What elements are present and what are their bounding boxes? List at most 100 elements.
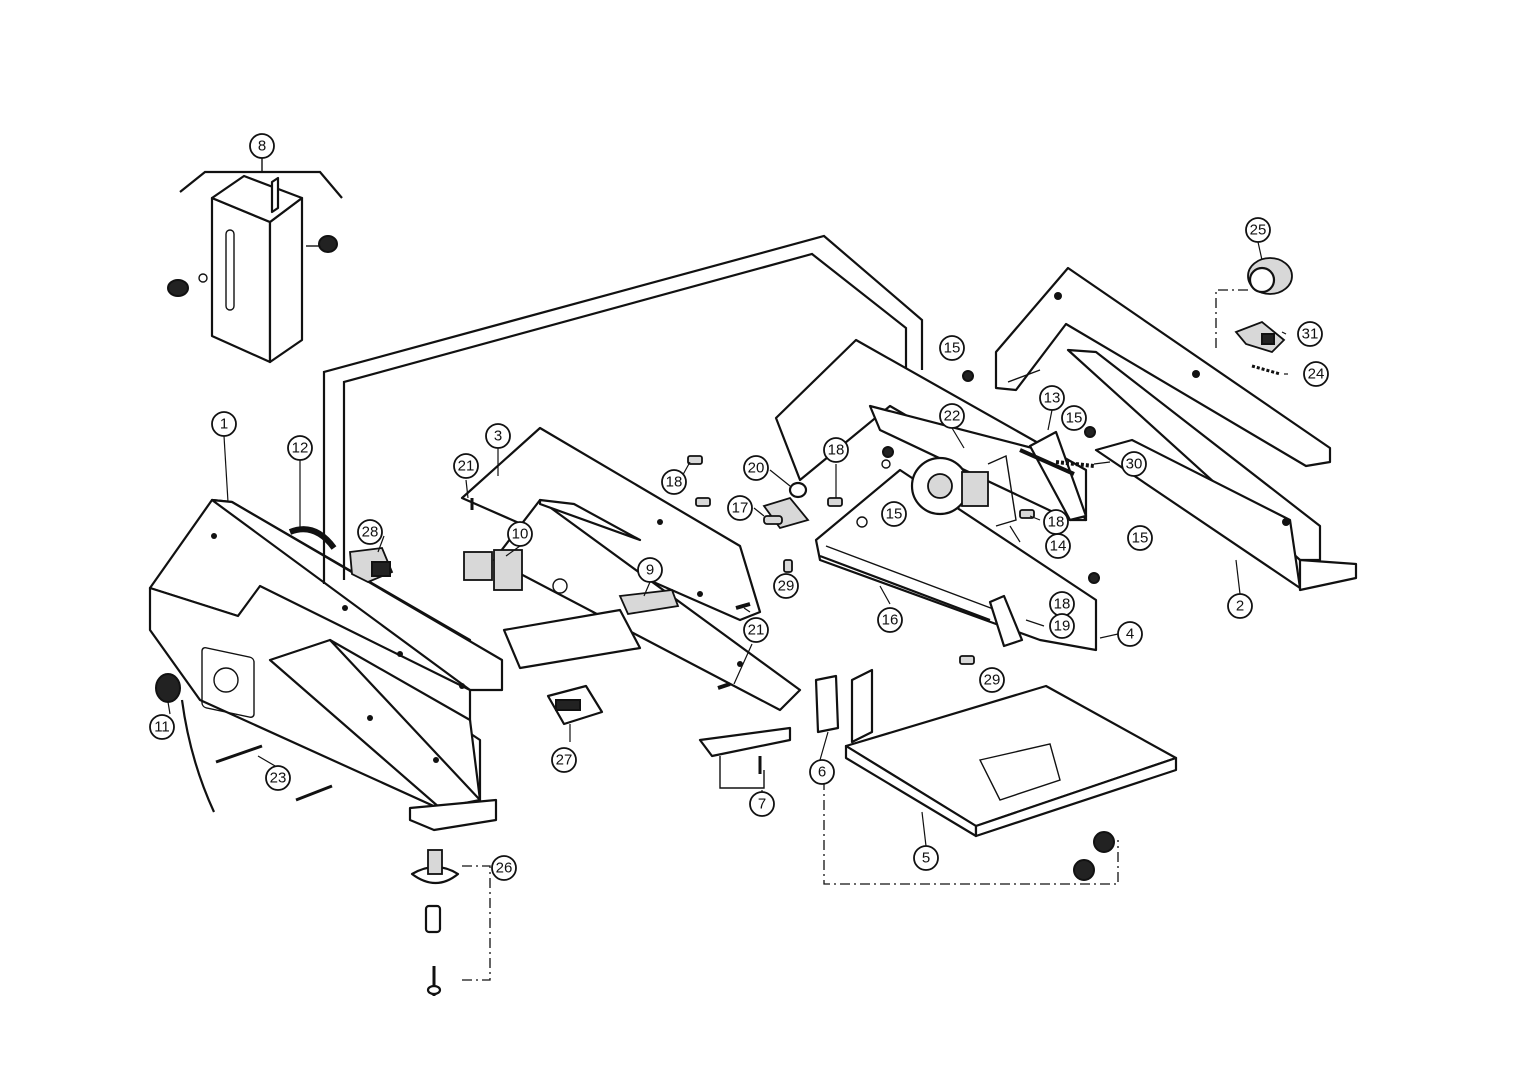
svg-text:15: 15 [1066, 410, 1083, 427]
part-10-bracket [463, 549, 523, 591]
callout-26: 26 [491, 855, 517, 881]
part-13-blade-guard [1019, 430, 1088, 522]
callout-10: 10 [507, 521, 533, 547]
svg-text:24: 24 [1308, 366, 1325, 383]
svg-text:29: 29 [984, 672, 1001, 689]
callout-5: 5 [913, 845, 939, 871]
svg-text:16: 16 [882, 612, 899, 629]
svg-text:19: 19 [1054, 618, 1071, 635]
svg-text:27: 27 [556, 752, 573, 769]
svg-text:26: 26 [496, 860, 513, 877]
leader-lines [167, 331, 1288, 847]
svg-text:28: 28 [362, 524, 379, 541]
part-6-hinge [814, 668, 1119, 885]
svg-text:30: 30 [1126, 456, 1143, 473]
callout-18b: 18 [823, 437, 849, 463]
part-12-cable [288, 526, 337, 550]
callout-9: 9 [637, 557, 663, 583]
callout-19: 19 [1049, 613, 1075, 639]
callout-28: 28 [357, 519, 383, 545]
callout-15b: 15 [1061, 405, 1087, 431]
svg-text:11: 11 [154, 719, 170, 736]
svg-text:15: 15 [886, 506, 903, 523]
svg-text:21: 21 [458, 458, 475, 475]
svg-text:1: 1 [220, 416, 228, 433]
callout-29b: 29 [979, 667, 1005, 693]
callout-18a: 18 [661, 469, 687, 495]
callout-3: 3 [485, 423, 511, 449]
part-15-nuts [882, 370, 1100, 584]
svg-text:3: 3 [494, 428, 502, 445]
callout-17: 17 [727, 495, 753, 521]
svg-text:14: 14 [1050, 538, 1067, 555]
part-25-cap [1215, 241, 1293, 350]
svg-text:21: 21 [748, 622, 765, 639]
callout-27: 27 [551, 747, 577, 773]
part-26-foot-assembly [410, 849, 491, 996]
callout-8: 8 [249, 133, 275, 159]
part-24-spring [1251, 364, 1281, 376]
part-28-switch [349, 547, 394, 583]
callout-23: 23 [265, 765, 291, 791]
svg-text:10: 10 [512, 526, 529, 543]
callout-24: 24 [1303, 361, 1329, 387]
part-21-screws [470, 498, 751, 690]
svg-text:18: 18 [1054, 596, 1071, 613]
callout-11: 11 [149, 714, 175, 740]
callout-16: 16 [877, 607, 903, 633]
svg-text:22: 22 [944, 408, 961, 425]
svg-text:13: 13 [1044, 390, 1061, 407]
callout-20: 20 [743, 455, 769, 481]
callout-15c: 15 [1127, 525, 1153, 551]
callout-15a: 15 [939, 335, 965, 361]
callout-12: 12 [287, 435, 313, 461]
svg-text:18: 18 [1048, 514, 1065, 531]
svg-text:7: 7 [758, 796, 766, 813]
svg-text:25: 25 [1250, 222, 1267, 239]
part-29-pins [783, 559, 975, 665]
part-27-connector [546, 684, 604, 742]
svg-text:31: 31 [1302, 326, 1319, 343]
callout-31: 31 [1297, 321, 1323, 347]
svg-text:18: 18 [666, 474, 683, 491]
part-8-guard-bracket [167, 158, 343, 364]
frame-outline [322, 234, 924, 584]
callout-18c: 18 [1043, 509, 1069, 535]
svg-text:5: 5 [922, 850, 930, 867]
callout-29a: 29 [773, 573, 799, 599]
callout-22: 22 [939, 403, 965, 429]
callout-4: 4 [1117, 621, 1143, 647]
part-31-clip [1234, 320, 1286, 354]
part-17-shaft [763, 515, 783, 525]
svg-text:23: 23 [270, 770, 287, 787]
part-22-motor-pulley [910, 454, 1017, 527]
callout-7: 7 [749, 791, 775, 817]
svg-text:15: 15 [1132, 530, 1149, 547]
callout-1: 1 [211, 411, 237, 437]
part-23-screws [215, 744, 333, 802]
svg-text:15: 15 [944, 340, 961, 357]
svg-text:29: 29 [778, 578, 795, 595]
svg-text:18: 18 [828, 442, 845, 459]
callout-25: 25 [1245, 217, 1271, 243]
part-2-top-arm [994, 266, 1358, 592]
svg-text:6: 6 [818, 764, 826, 781]
callout-30: 30 [1121, 451, 1147, 477]
callout-21b: 21 [743, 617, 769, 643]
callout-6: 6 [809, 759, 835, 785]
callout-2: 2 [1227, 593, 1253, 619]
svg-text:12: 12 [292, 440, 309, 457]
part-9-rail [618, 589, 680, 615]
svg-text:8: 8 [258, 138, 266, 155]
part-7-bracket-screw [719, 756, 765, 789]
svg-text:4: 4 [1126, 626, 1134, 643]
svg-text:17: 17 [732, 500, 749, 517]
callout-18d: 18 [1049, 591, 1075, 617]
callout-21a: 21 [453, 453, 479, 479]
part-1-base-body [148, 498, 504, 832]
callout-15d: 15 [881, 501, 907, 527]
part-30-spring [1055, 460, 1095, 468]
callout-14: 14 [1045, 533, 1071, 559]
part-5-table [844, 684, 1178, 881]
